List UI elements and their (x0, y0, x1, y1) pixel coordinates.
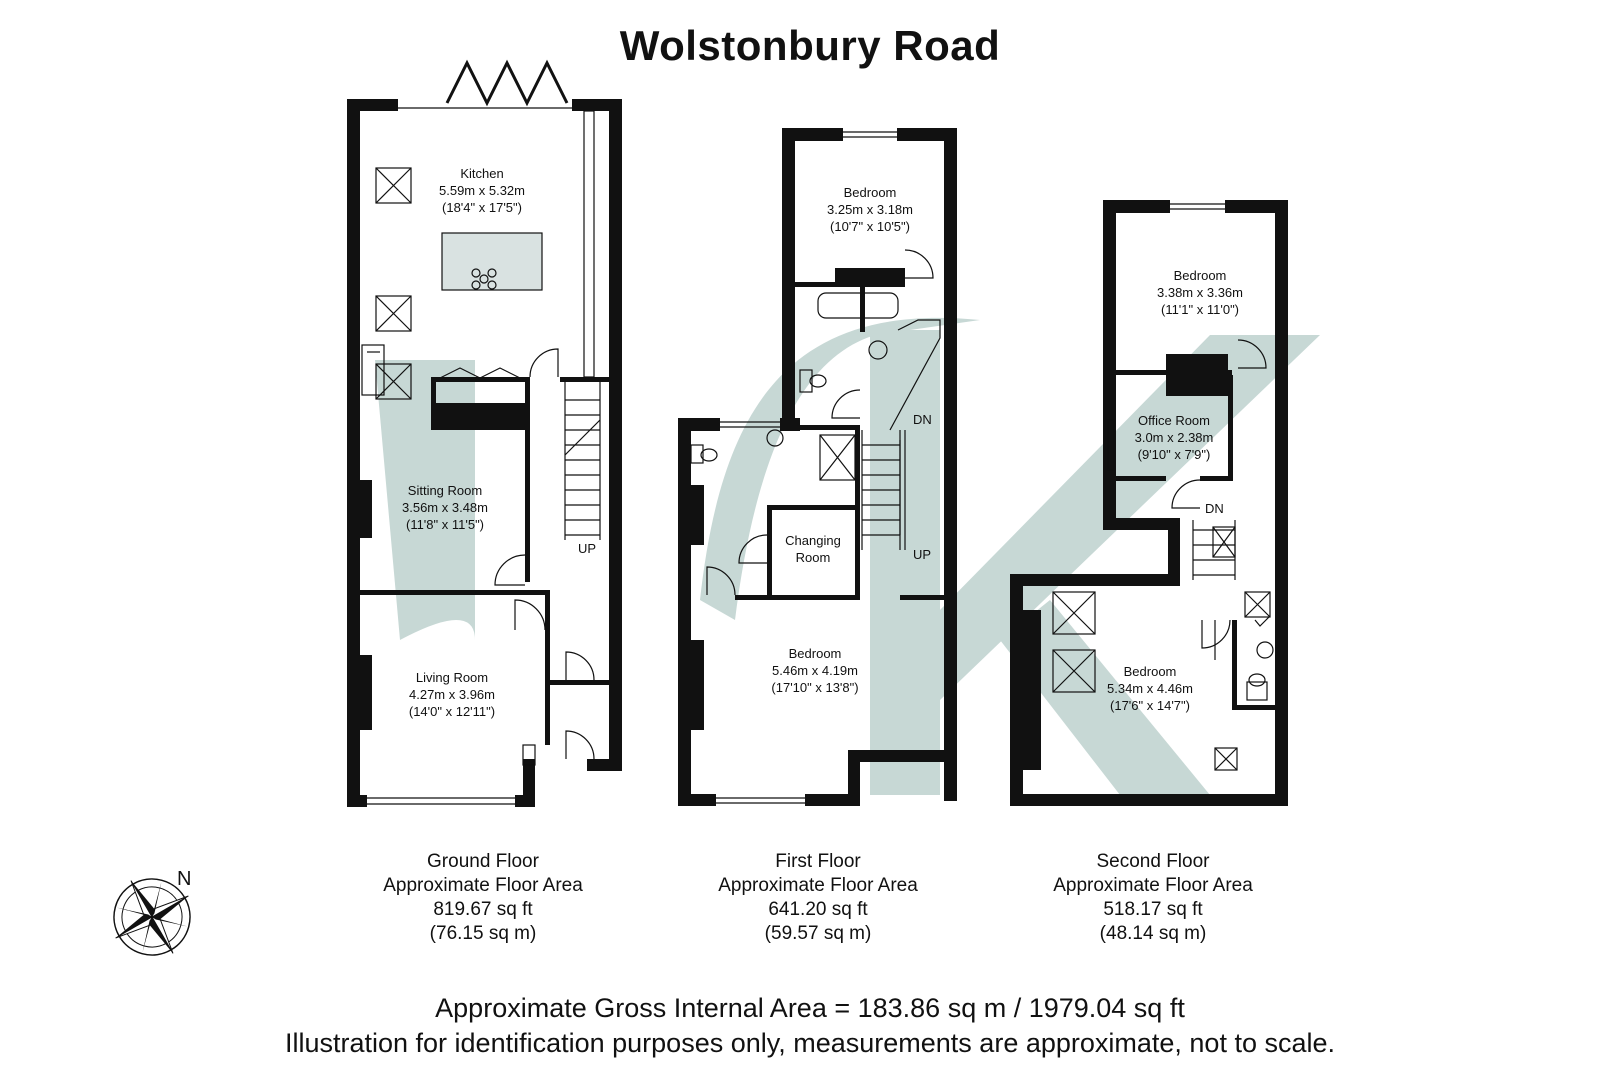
second-floor-fittings (1052, 203, 1274, 771)
kitchen-name: Kitchen (460, 166, 503, 181)
second-floor-caption: Second Floor Approximate Floor Area 518.… (1003, 850, 1303, 946)
gross-internal-area: Approximate Gross Internal Area = 183.86… (435, 993, 1185, 1023)
bedroom-2-name: Bedroom (789, 646, 842, 661)
ground-floor-caption: Ground Floor Approximate Floor Area 819.… (333, 850, 633, 946)
living-room-imperial: (14'0" x 12'11") (409, 704, 495, 719)
bedroom-4-metric: 5.34m x 4.46m (1107, 681, 1193, 696)
kitchen-metric: 5.59m x 5.32m (439, 183, 525, 198)
bedroom-3-name: Bedroom (1174, 268, 1227, 283)
living-room-metric: 4.27m x 3.96m (409, 687, 495, 702)
caption-line: (48.14 sq m) (1099, 923, 1207, 944)
first-floor-room-labels: Bedroom 3.25m x 3.18m (10'7" x 10'5") Ch… (771, 185, 931, 695)
bedroom-4-name: Bedroom (1124, 664, 1177, 679)
stair-up-label: UP (578, 541, 596, 556)
changing-room-name: Changing (785, 533, 841, 548)
second-floor-room-labels: Bedroom 3.38m x 3.36m (11'1" x 11'0") Of… (1107, 268, 1243, 713)
stair-down-label: DN (913, 412, 932, 427)
compass-north-label: N (177, 868, 192, 890)
caption-line: Approximate Floor Area (383, 875, 583, 896)
bedroom-1-name: Bedroom (844, 185, 897, 200)
caption-line: Approximate Floor Area (718, 875, 918, 896)
first-floor-plan: Bedroom 3.25m x 3.18m (10'7" x 10'5") Ch… (678, 128, 957, 806)
first-floor-caption: First Floor Approximate Floor Area 641.2… (668, 850, 968, 946)
caption-line: 518.17 sq ft (1103, 899, 1203, 920)
bedroom-2-imperial: (17'10" x 13'8") (771, 680, 858, 695)
second-floor-walls (1010, 200, 1288, 806)
ground-floor-plan: Kitchen 5.59m x 5.32m (18'4" x 17'5") Si… (347, 59, 622, 807)
bedroom-3-metric: 3.38m x 3.36m (1157, 285, 1243, 300)
stair-down-label: DN (1205, 501, 1224, 516)
office-room-metric: 3.0m x 2.38m (1135, 430, 1214, 445)
sitting-room-metric: 3.56m x 3.48m (402, 500, 488, 515)
page-title: Wolstonbury Road (619, 22, 1001, 69)
ground-floor-walls (347, 99, 622, 807)
bedroom-3-imperial: (11'1" x 11'0") (1161, 302, 1239, 317)
caption-line: (59.57 sq m) (764, 923, 872, 944)
caption-line: Ground Floor (427, 851, 539, 872)
kitchen-imperial: (18'4" x 17'5") (442, 200, 522, 215)
bedroom-2-metric: 5.46m x 4.19m (772, 663, 858, 678)
second-floor-plan: Bedroom 3.38m x 3.36m (11'1" x 11'0") Of… (1010, 200, 1288, 806)
sitting-room-imperial: (11'8" x 11'5") (406, 517, 484, 532)
living-room-name: Living Room (416, 670, 488, 685)
stair-up-label: UP (913, 547, 931, 562)
bedroom-1-imperial: (10'7" x 10'5") (830, 219, 910, 234)
caption-line: 641.20 sq ft (768, 899, 868, 920)
caption-line: Second Floor (1096, 851, 1210, 872)
bedroom-1-metric: 3.25m x 3.18m (827, 202, 913, 217)
changing-room-name-2: Room (796, 550, 831, 565)
office-room-name: Office Room (1138, 413, 1210, 428)
watermark-logo (375, 317, 1320, 795)
caption-line: (76.15 sq m) (429, 923, 537, 944)
disclaimer: Illustration for identification purposes… (284, 1028, 1336, 1058)
bedroom-4-imperial: (17'6" x 14'7") (1110, 698, 1190, 713)
caption-line: Approximate Floor Area (1053, 875, 1253, 896)
ground-floor-room-labels: Kitchen 5.59m x 5.32m (18'4" x 17'5") Si… (402, 166, 596, 719)
office-room-imperial: (9'10" x 7'9") (1138, 447, 1211, 462)
caption-line: 819.67 sq ft (433, 899, 533, 920)
first-floor-walls (678, 128, 957, 806)
first-floor-fittings (690, 131, 941, 804)
ground-floor-fittings (361, 59, 601, 805)
caption-line: First Floor (775, 851, 861, 872)
sitting-room-name: Sitting Room (408, 483, 482, 498)
compass-rose-icon (113, 878, 191, 956)
